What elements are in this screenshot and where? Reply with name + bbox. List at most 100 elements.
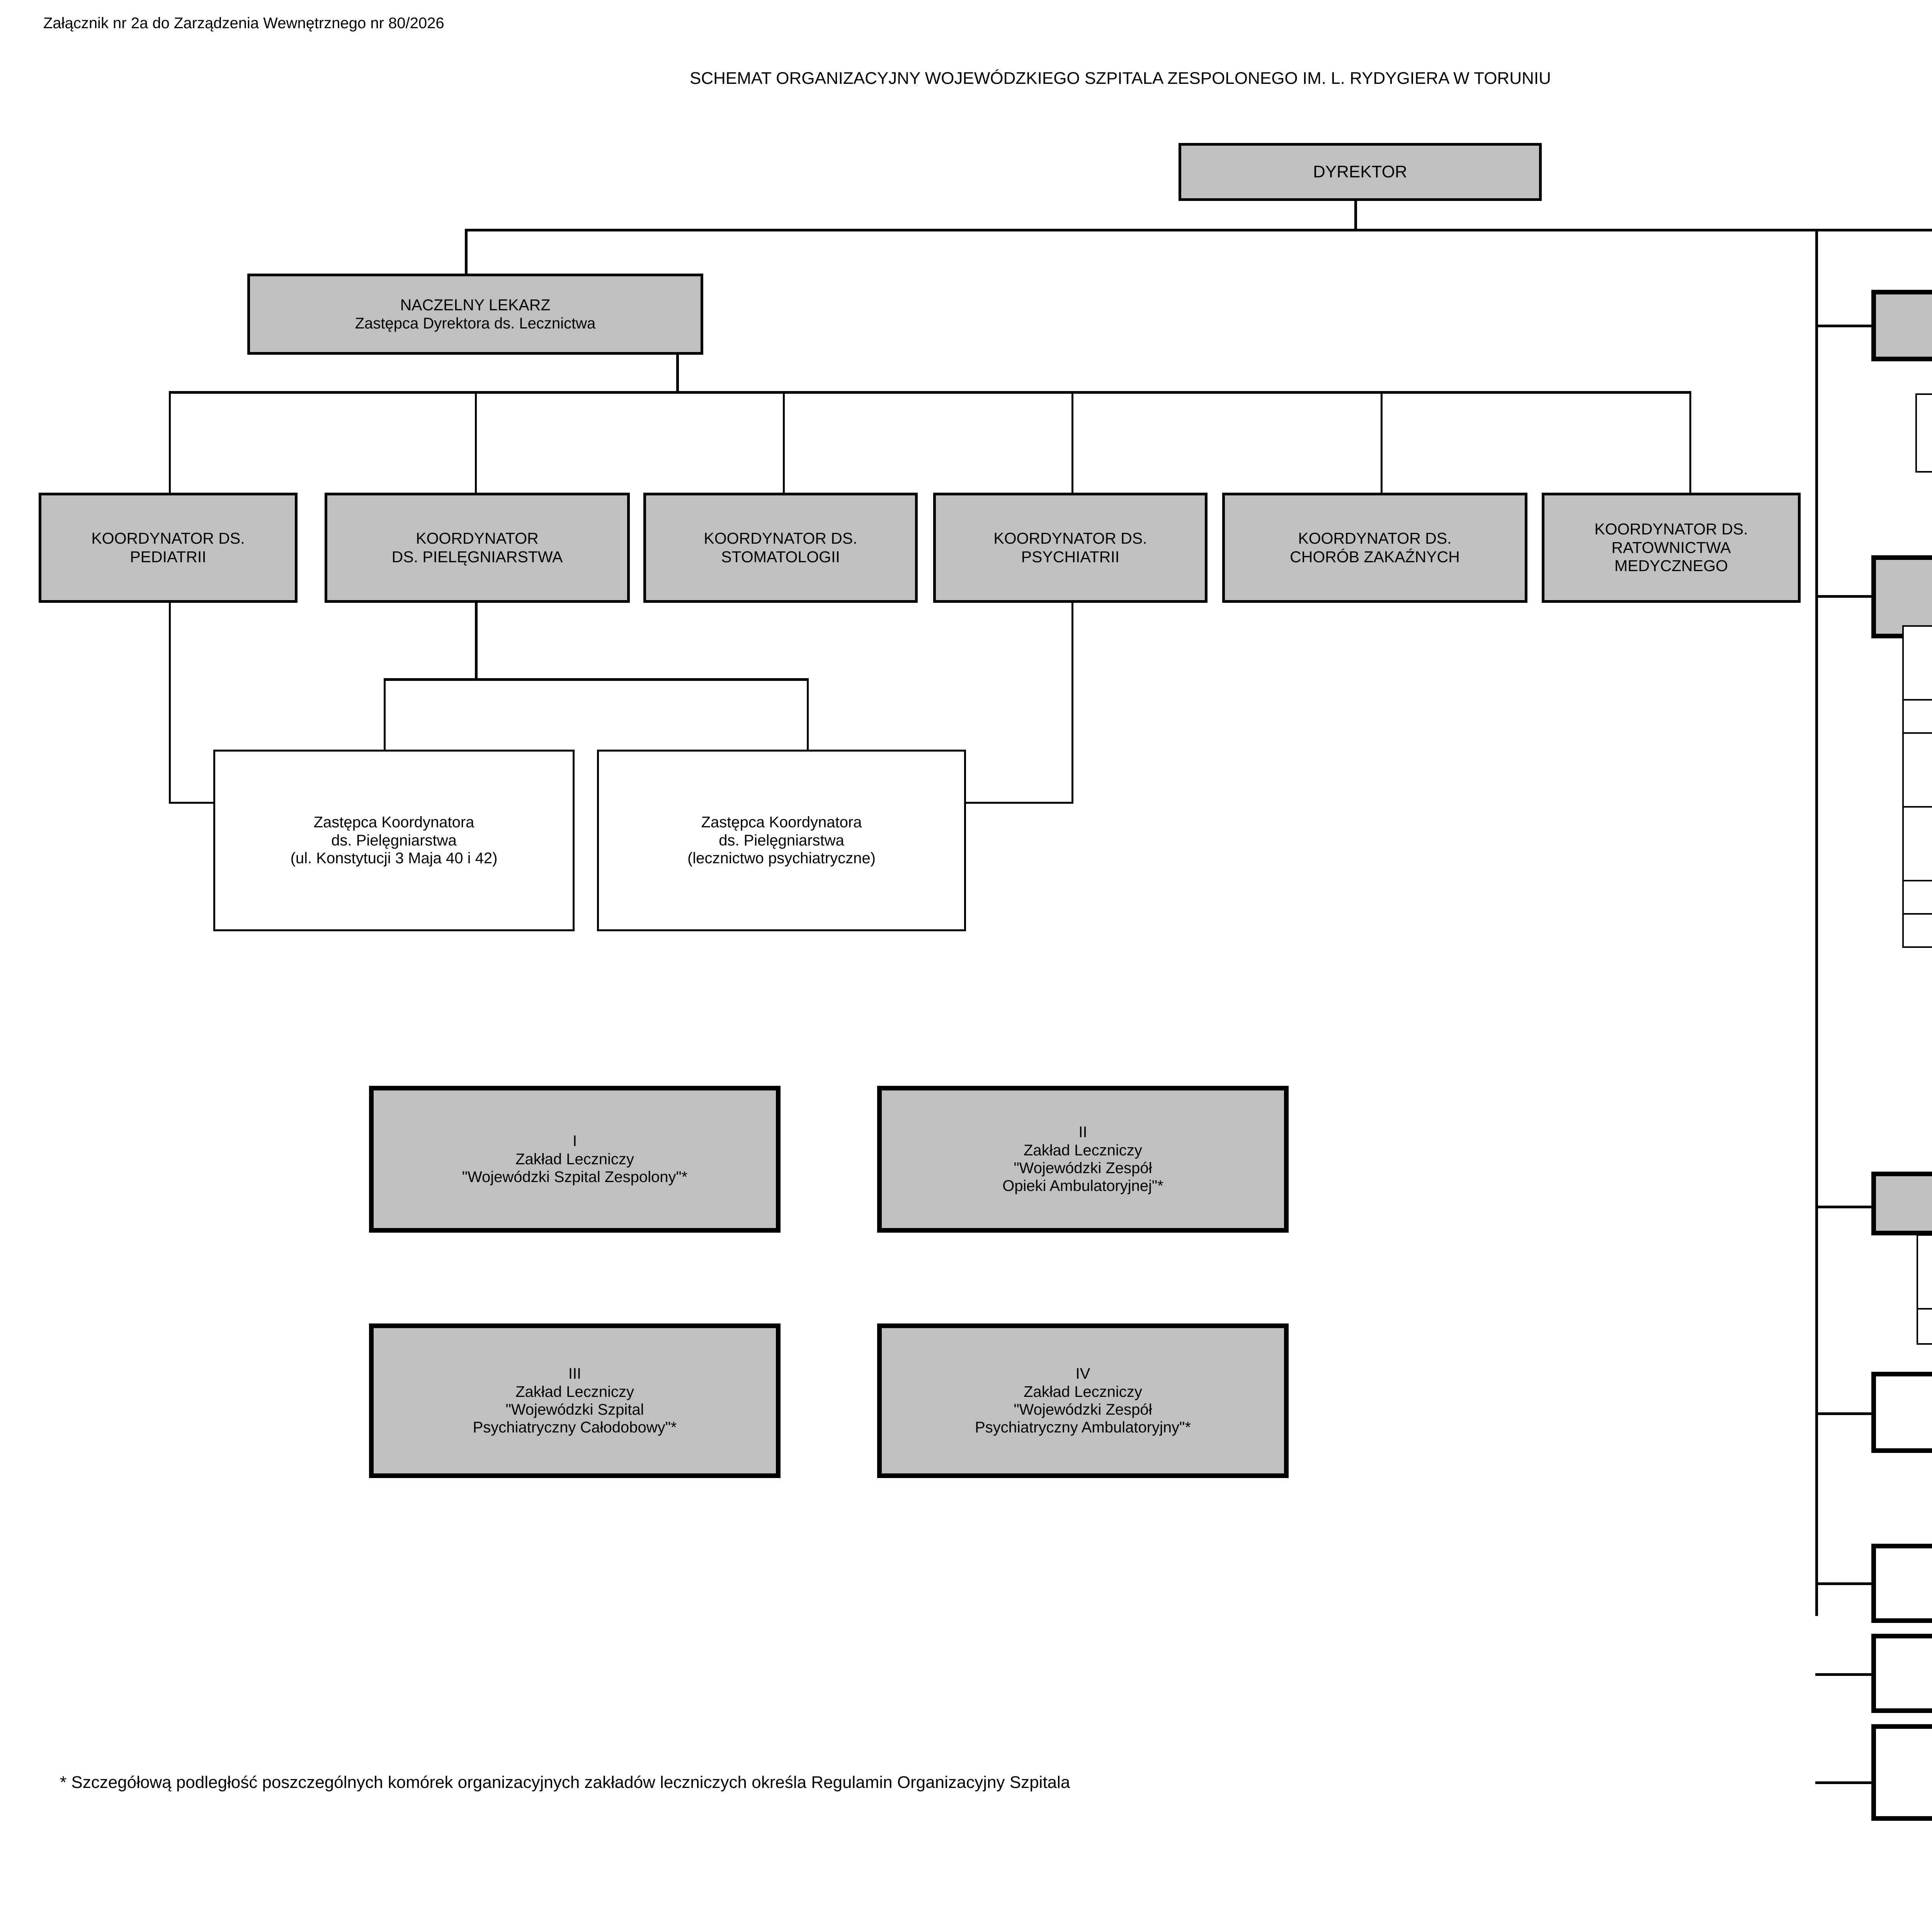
- connector-drop-coord-2: [475, 391, 477, 495]
- node-treatment-facility-4[interactable]: IV Zakład Leczniczy "Wojewódzki Zespół P…: [877, 1323, 1289, 1478]
- connector-deputy-coord-bus: [384, 678, 809, 681]
- acct-child-1-line2: Ekonomiczno-: [1921, 1263, 1932, 1281]
- coord-2-line1: KOORDYNATOR: [416, 529, 539, 547]
- facility-4-numeral: IV: [1075, 1365, 1090, 1383]
- node-treatment-facility-3[interactable]: III Zakład Leczniczy "Wojewódzki Szpital…: [369, 1323, 781, 1478]
- node-dept-administrative-economic[interactable]: Dział Administracyjno- Gospodarczy: [1902, 625, 1932, 701]
- connector-nursing-down: [475, 603, 478, 680]
- node-chief-accountant[interactable]: GŁÓWNY KSIĘGOWY: [1871, 1172, 1932, 1235]
- dept-project-line1: Dział Koordynacji: [1920, 406, 1932, 424]
- connector-spine-deputies: [1815, 229, 1818, 1616]
- node-treatment-facility-1[interactable]: I Zakład Leczniczy "Wojewódzki Szpital Z…: [369, 1086, 781, 1233]
- facility-3-line2: Zakład Leczniczy: [515, 1383, 634, 1400]
- node-chief-physician[interactable]: NACZELNY LEKARZ Zastępca Dyrektora ds. L…: [247, 274, 703, 355]
- connector-to-control-officer: [1815, 1673, 1873, 1676]
- dept-project-line2: Projektów i Controllingu: [1920, 424, 1932, 442]
- connector-to-deputy-finance: [1815, 325, 1873, 327]
- node-dept-nutrition[interactable]: Dział Żywienia: [1902, 880, 1932, 915]
- connector-director-bus: [465, 229, 1932, 231]
- admin-child-3-line1: Dział Zamówień: [1907, 743, 1932, 761]
- node-dept-economic-financial[interactable]: Dział Ekonomiczno- Finansowy: [1917, 1234, 1932, 1310]
- node-dept-project-coordination[interactable]: Dział Koordynacji Projektów i Controllin…: [1915, 393, 1932, 473]
- mid-3-line2: Kontroli Zarządczej: [1879, 1674, 1932, 1691]
- node-dept-payroll[interactable]: Dział Wynagrodzeń: [1917, 1308, 1932, 1345]
- facility-1-line3: "Wojewódzki Szpital Zespolony"*: [462, 1169, 688, 1186]
- deputy-finance-line2: DS. FINANSOWYCH: [1879, 326, 1932, 344]
- admin-child-3-line3: i Zaopatrzenia: [1907, 779, 1932, 797]
- node-coordinator-emergency[interactable]: KOORDYNATOR DS. RATOWNICTWA MEDYCZNEGO: [1542, 493, 1801, 603]
- connector-drop-deputy-2: [807, 678, 809, 752]
- facility-2-line2: Zakład Leczniczy: [1024, 1141, 1142, 1159]
- connector-drop-coord-6: [1689, 391, 1691, 495]
- node-director[interactable]: DYREKTOR: [1179, 143, 1542, 201]
- node-management-control-officer[interactable]: Pełnomocnik ds. Kontroli Zarządczej: [1871, 1634, 1932, 1713]
- coord-6-line3: MEDYCZNEGO: [1614, 557, 1728, 575]
- facility-3-line4: Psychiatryczny Całodobowy"*: [473, 1419, 677, 1436]
- deputy-coord-2-line3: (lecznictwo psychiatryczne): [687, 850, 876, 867]
- connector-drop-coord-3: [783, 391, 785, 495]
- coord-1-line2: PEDIATRII: [130, 548, 206, 566]
- connector-to-quality-mgmt: [1815, 1412, 1873, 1415]
- connector-coordinator-bus: [169, 391, 1690, 394]
- footnote: * Szczegółową podległość poszczególnych …: [60, 1773, 1070, 1792]
- node-coordinator-infectious[interactable]: KOORDYNATOR DS. CHORÓB ZAKAŹNYCH: [1222, 493, 1527, 603]
- facility-1-line2: Zakład Leczniczy: [515, 1150, 634, 1168]
- coord-5-line2: CHORÓB ZAKAŹNYCH: [1290, 548, 1460, 566]
- node-chief-physician-line2: Zastępca Dyrektora ds. Lecznictwa: [355, 315, 596, 332]
- dept-project-line3: Finansowego: [1920, 442, 1932, 460]
- admin-child-5-line1: Dział Żywienia: [1907, 888, 1932, 906]
- coord-4-line2: PSYCHIATRII: [1021, 548, 1120, 566]
- admin-child-2-line1: Dział Techniczny: [1907, 708, 1932, 725]
- facility-1-numeral: I: [572, 1133, 577, 1150]
- chief-accountant-line2: KSIĘGOWY: [1879, 1204, 1932, 1222]
- coord-6-line2: RATOWNICTWA: [1611, 538, 1731, 556]
- mid-2-line1: Pracownik: [1879, 1565, 1932, 1583]
- node-coordinator-dentistry[interactable]: KOORDYNATOR DS. STOMATOLOGII: [643, 493, 918, 603]
- admin-child-4-line2: Łączności Radiowej: [1907, 835, 1932, 852]
- deputy-finance-line1: ZASTĘPCA DYREKTORA: [1879, 307, 1932, 326]
- node-deputy-coordinator-nursing-psychiatric[interactable]: Zastępca Koordynatora ds. Pielęgniarstwa…: [597, 750, 966, 931]
- node-dept-investments[interactable]: Dział ds. Inwestycji: [1902, 913, 1932, 948]
- acct-child-1-line3: Finansowy: [1921, 1281, 1932, 1299]
- connector-to-chief-accountant: [1815, 1206, 1873, 1208]
- facility-2-line4: Opieki Ambulatoryjnej"*: [1002, 1177, 1163, 1195]
- node-social-worker[interactable]: Pracownik Socjalny: [1871, 1544, 1932, 1623]
- facility-4-line4: Psychiatryczny Ambulatoryjny"*: [975, 1419, 1191, 1436]
- deputy-admin-line2: DS. ADMINISTRACYJNO-: [1879, 588, 1932, 606]
- chief-accountant-line1: GŁÓWNY: [1879, 1185, 1932, 1204]
- mid-1-line1: Dział Zarządzania: [1879, 1395, 1932, 1412]
- node-coordinator-psychiatry[interactable]: KOORDYNATOR DS. PSYCHIATRII: [933, 493, 1208, 603]
- node-deputy-coordinator-nursing-konstytucji[interactable]: Zastępca Koordynatora ds. Pielęgniarstwa…: [213, 750, 575, 931]
- node-treatment-facility-2[interactable]: II Zakład Leczniczy "Wojewódzki Zespół O…: [877, 1086, 1289, 1233]
- coord-2-line2: DS. PIELĘGNIARSTWA: [391, 548, 563, 566]
- node-dept-technical[interactable]: Dział Techniczny: [1902, 699, 1932, 734]
- mid-3-line1: Pełnomocnik ds.: [1879, 1655, 1932, 1673]
- connector-to-clinical-trials-officer: [1815, 1781, 1873, 1784]
- admin-child-3-line2: Publicznych: [1907, 761, 1932, 779]
- page-title: SCHEMAT ORGANIZACYJNY WOJEWÓDZKIEGO SZPI…: [690, 69, 1551, 88]
- admin-child-4-line3: i Informatyki: [1907, 853, 1932, 871]
- node-coordinator-pediatrics[interactable]: KOORDYNATOR DS. PEDIATRII: [39, 493, 298, 603]
- deputy-coord-1-line1: Zastępca Koordynatora: [313, 814, 474, 831]
- node-dept-quality-management[interactable]: Dział Zarządzania Jakością: [1871, 1372, 1932, 1453]
- node-director-label: DYREKTOR: [1313, 162, 1407, 182]
- deputy-admin-line1: ZASTĘPCA DYREKTORA: [1879, 569, 1932, 588]
- mid-2-line2: Socjalny: [1879, 1584, 1932, 1601]
- connector-psychiatry-down: [1071, 603, 1073, 804]
- connector-to-social-worker: [1815, 1582, 1873, 1585]
- deputy-admin-line3: TECHNICZNYCH: [1879, 606, 1932, 624]
- facility-2-numeral: II: [1078, 1124, 1087, 1141]
- deputy-coord-2-line1: Zastępca Koordynatora: [701, 814, 862, 831]
- node-dept-transport-radio-it[interactable]: Dział Transportu, Łączności Radiowej i I…: [1902, 806, 1932, 881]
- coord-3-line1: KOORDYNATOR DS.: [704, 529, 857, 547]
- node-clinical-trials-officer[interactable]: Pełnomocnik ds. Koordynacji Badań Klinic…: [1871, 1724, 1932, 1821]
- connector-director-down: [1354, 199, 1357, 230]
- deputy-coord-1-line3: (ul. Konstytucji 3 Maja 40 i 42): [290, 850, 498, 867]
- node-coordinator-nursing[interactable]: KOORDYNATOR DS. PIELĘGNIARSTWA: [325, 493, 630, 603]
- annex-note: Załącznik nr 2a do Zarządzenia Wewnętrzn…: [43, 15, 444, 32]
- admin-child-1-line2: Administracyjno-: [1907, 654, 1932, 672]
- connector-pediatrics-to-deputy: [169, 802, 215, 804]
- connector-drop-coord-1: [169, 391, 171, 495]
- node-deputy-finance[interactable]: ZASTĘPCA DYREKTORA DS. FINANSOWYCH: [1871, 290, 1932, 361]
- node-dept-public-procurement[interactable]: Dział Zamówień Publicznych i Zaopatrzeni…: [1902, 732, 1932, 808]
